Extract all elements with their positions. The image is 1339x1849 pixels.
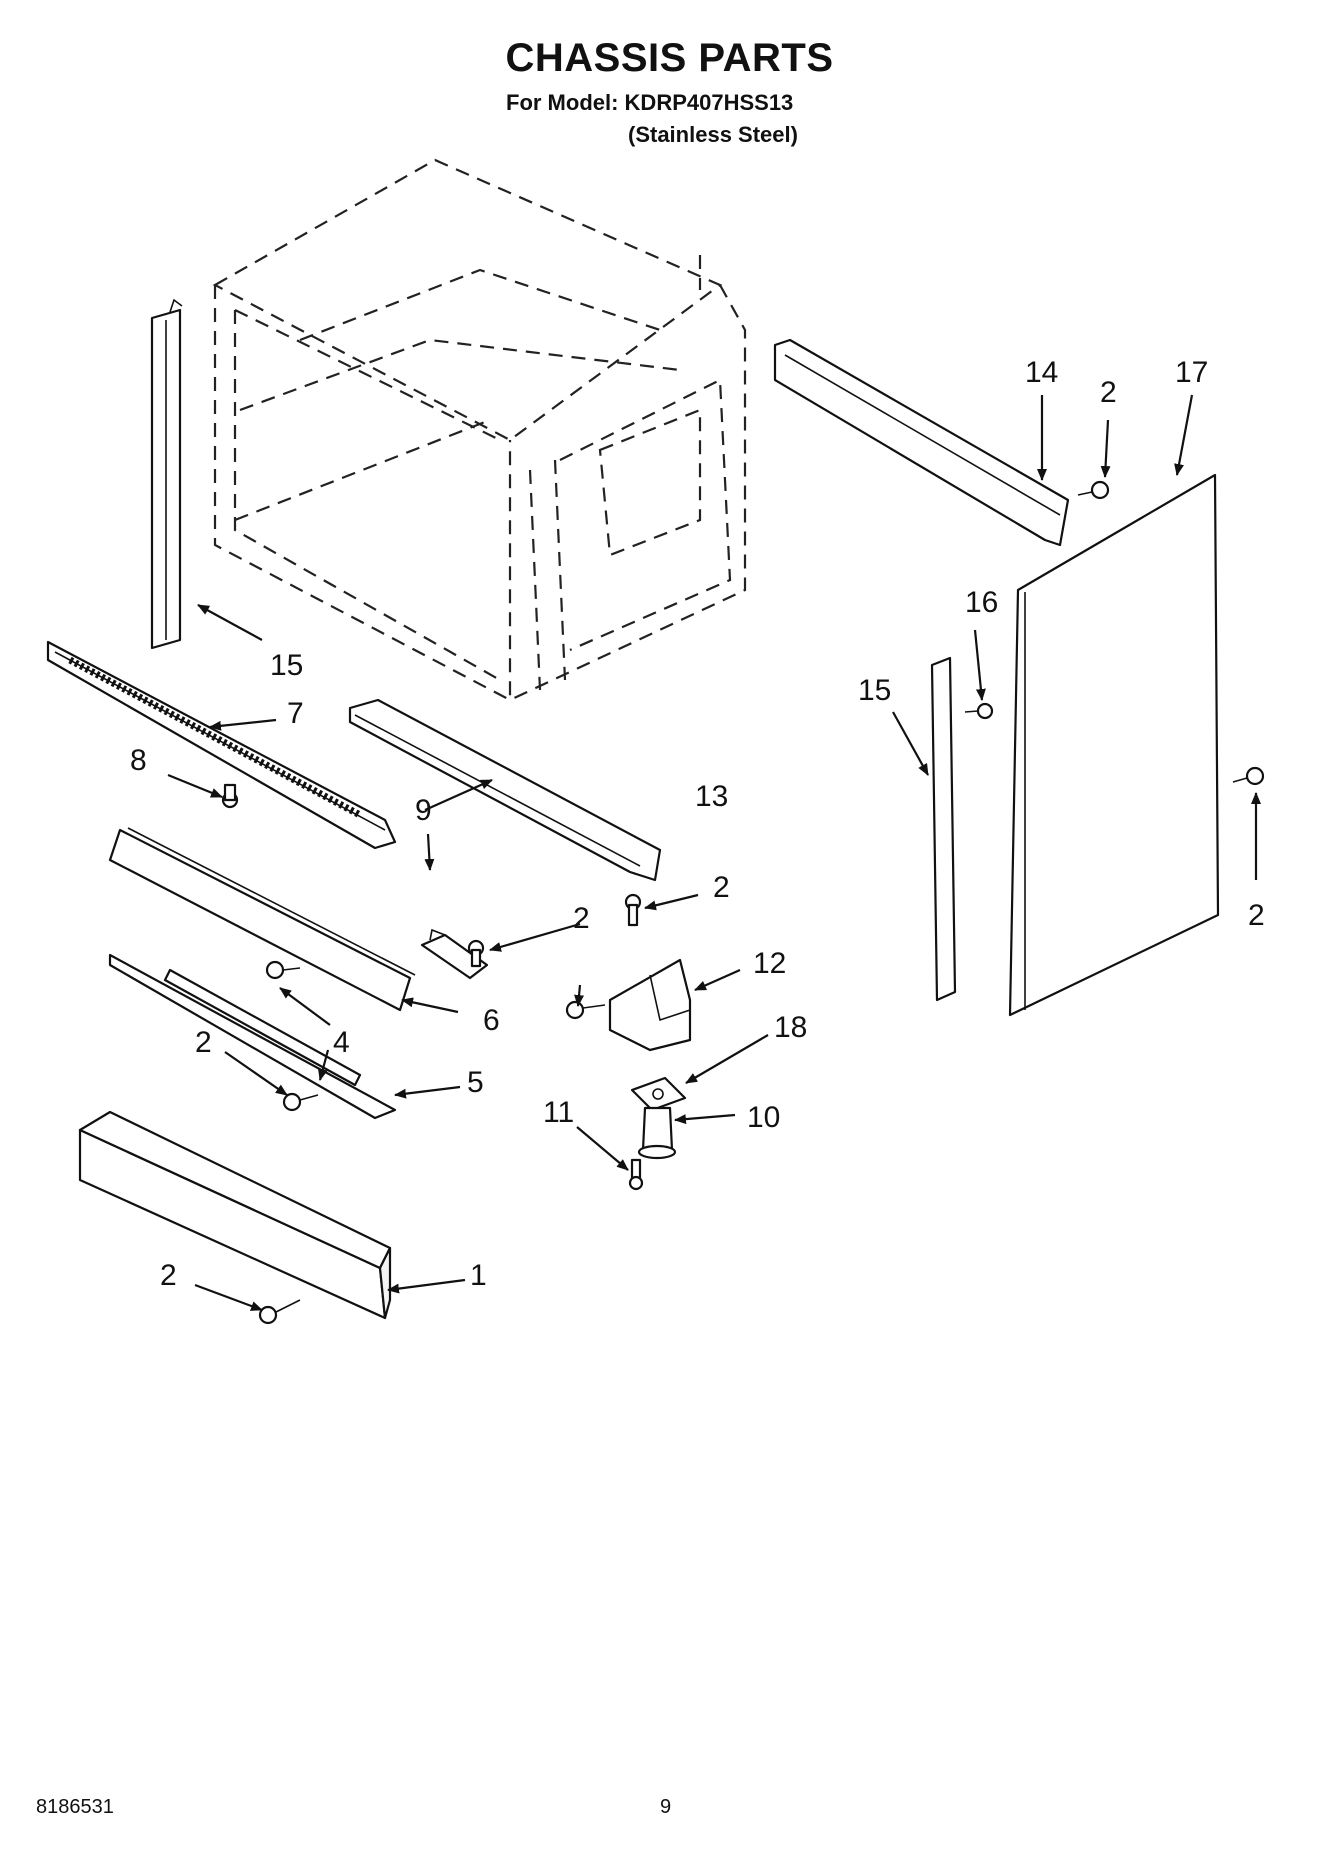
- part-6-bracket: [108, 827, 416, 1012]
- part-4-screw: [265, 960, 301, 980]
- part-14-rail: [773, 338, 1070, 547]
- callout-4: 4: [333, 1026, 350, 1059]
- callout-2-toekick: 2: [160, 1259, 177, 1292]
- part-2-screw-f: [1077, 480, 1110, 500]
- part-17-side-panel: [1008, 473, 1220, 1017]
- callout-11: 11: [543, 1096, 574, 1129]
- part-11-screw: [628, 1158, 644, 1191]
- part-12-bracket: [608, 958, 692, 1052]
- finish-line: (Stainless Steel): [628, 122, 798, 147]
- callout-13: 13: [695, 780, 728, 813]
- part-2-screw-e: [565, 1000, 606, 1020]
- part-2-screw-d: [624, 893, 642, 927]
- callout-9: 9: [415, 794, 432, 827]
- model-line: For Model: KDRP407HSS13: [506, 90, 794, 115]
- part-10-leveling-leg: [637, 1106, 677, 1160]
- callout-12: 12: [753, 947, 786, 980]
- part-15-left-trim: [150, 298, 183, 650]
- callout-15-right: 15: [858, 674, 891, 707]
- leader-lines: [167, 394, 1261, 1312]
- footer-page-number: 9: [660, 1796, 672, 1818]
- callout-17: 17: [1175, 356, 1208, 389]
- part-13-rail: [348, 698, 662, 882]
- part-15-right-trim: [930, 656, 957, 1002]
- callout-7: 7: [287, 697, 304, 730]
- part-9-clip: [420, 928, 489, 980]
- callout-1: 1: [470, 1259, 487, 1292]
- part-2-screw-g: [1232, 766, 1265, 786]
- callout-6: 6: [483, 1004, 500, 1037]
- callout-10: 10: [747, 1101, 780, 1134]
- part-8-screw: [221, 783, 239, 809]
- part-1-toe-kick: [78, 1110, 392, 1320]
- part-2-screw-a: [282, 1092, 319, 1112]
- callout-14: 14: [1025, 356, 1058, 389]
- callout-labels: 15 7 8 9 13 2 2 12 6 4 2 5 18 10 11 1 2 …: [130, 356, 1265, 1292]
- oven-cabinet-outline: [212, 158, 747, 702]
- part-2-screw-b: [258, 1299, 301, 1325]
- callout-18: 18: [774, 1011, 807, 1044]
- callout-16: 16: [965, 586, 998, 619]
- part-16-screw: [964, 702, 994, 720]
- callout-2-clip: 2: [573, 902, 590, 935]
- callout-15-left: 15: [270, 649, 303, 682]
- callout-8: 8: [130, 744, 147, 777]
- part-7-vent-grille: [46, 640, 397, 850]
- callout-2-strip: 2: [195, 1026, 212, 1059]
- part-2-screw-c: [467, 939, 485, 968]
- callout-2-rail: 2: [713, 871, 730, 904]
- part-18-leg-plate: [630, 1076, 687, 1112]
- callout-2-top: 2: [1100, 376, 1117, 409]
- page-title: CHASSIS PARTS: [505, 36, 834, 80]
- footer-part-number: 8186531: [36, 1796, 114, 1818]
- callout-5: 5: [467, 1066, 484, 1099]
- callout-2-panel: 2: [1248, 899, 1265, 932]
